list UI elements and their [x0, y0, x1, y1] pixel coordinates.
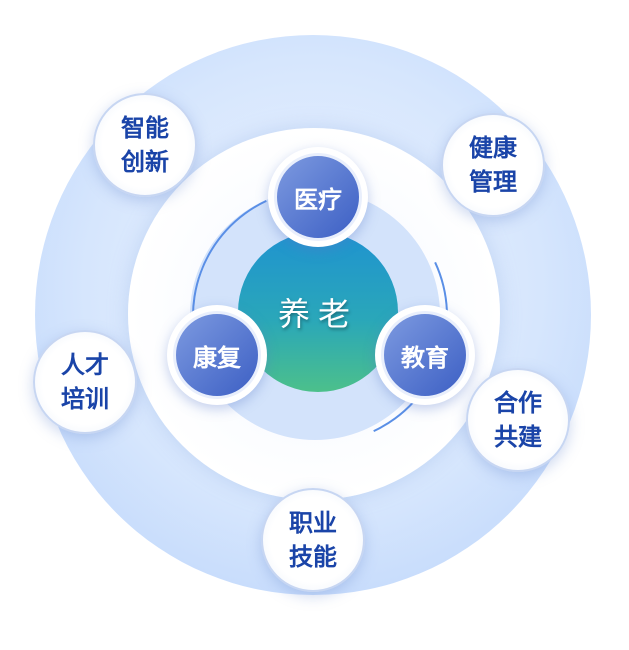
node-label-line: 共建 [494, 423, 542, 451]
node-label: 医疗 [274, 153, 362, 241]
node-talent-training[interactable]: 人才培训 [33, 330, 137, 434]
center-label: 养老 [277, 295, 358, 333]
node-label: 康复 [173, 311, 261, 399]
node-label-line: 管理 [469, 168, 517, 196]
node-label-line: 培训 [61, 385, 109, 413]
node-cooperation[interactable]: 合作共建 [466, 368, 570, 472]
node-health-management[interactable]: 健康管理 [441, 113, 545, 217]
node-label-line: 职业 [289, 509, 337, 537]
node-label-line: 智能 [121, 114, 169, 142]
node-vocational-skills[interactable]: 职业技能 [261, 488, 365, 592]
node-label-line: 健康 [469, 134, 517, 162]
node-label-line: 合作 [494, 389, 542, 417]
node-label-line: 创新 [121, 148, 169, 176]
node-medical[interactable]: 医疗 [268, 147, 368, 247]
node-smart-innovation[interactable]: 智能创新 [93, 93, 197, 197]
node-education[interactable]: 教育 [375, 305, 475, 405]
node-label-line: 技能 [289, 543, 337, 571]
node-label-line: 人才 [61, 351, 109, 379]
node-rehab[interactable]: 康复 [167, 305, 267, 405]
node-label: 教育 [381, 311, 469, 399]
